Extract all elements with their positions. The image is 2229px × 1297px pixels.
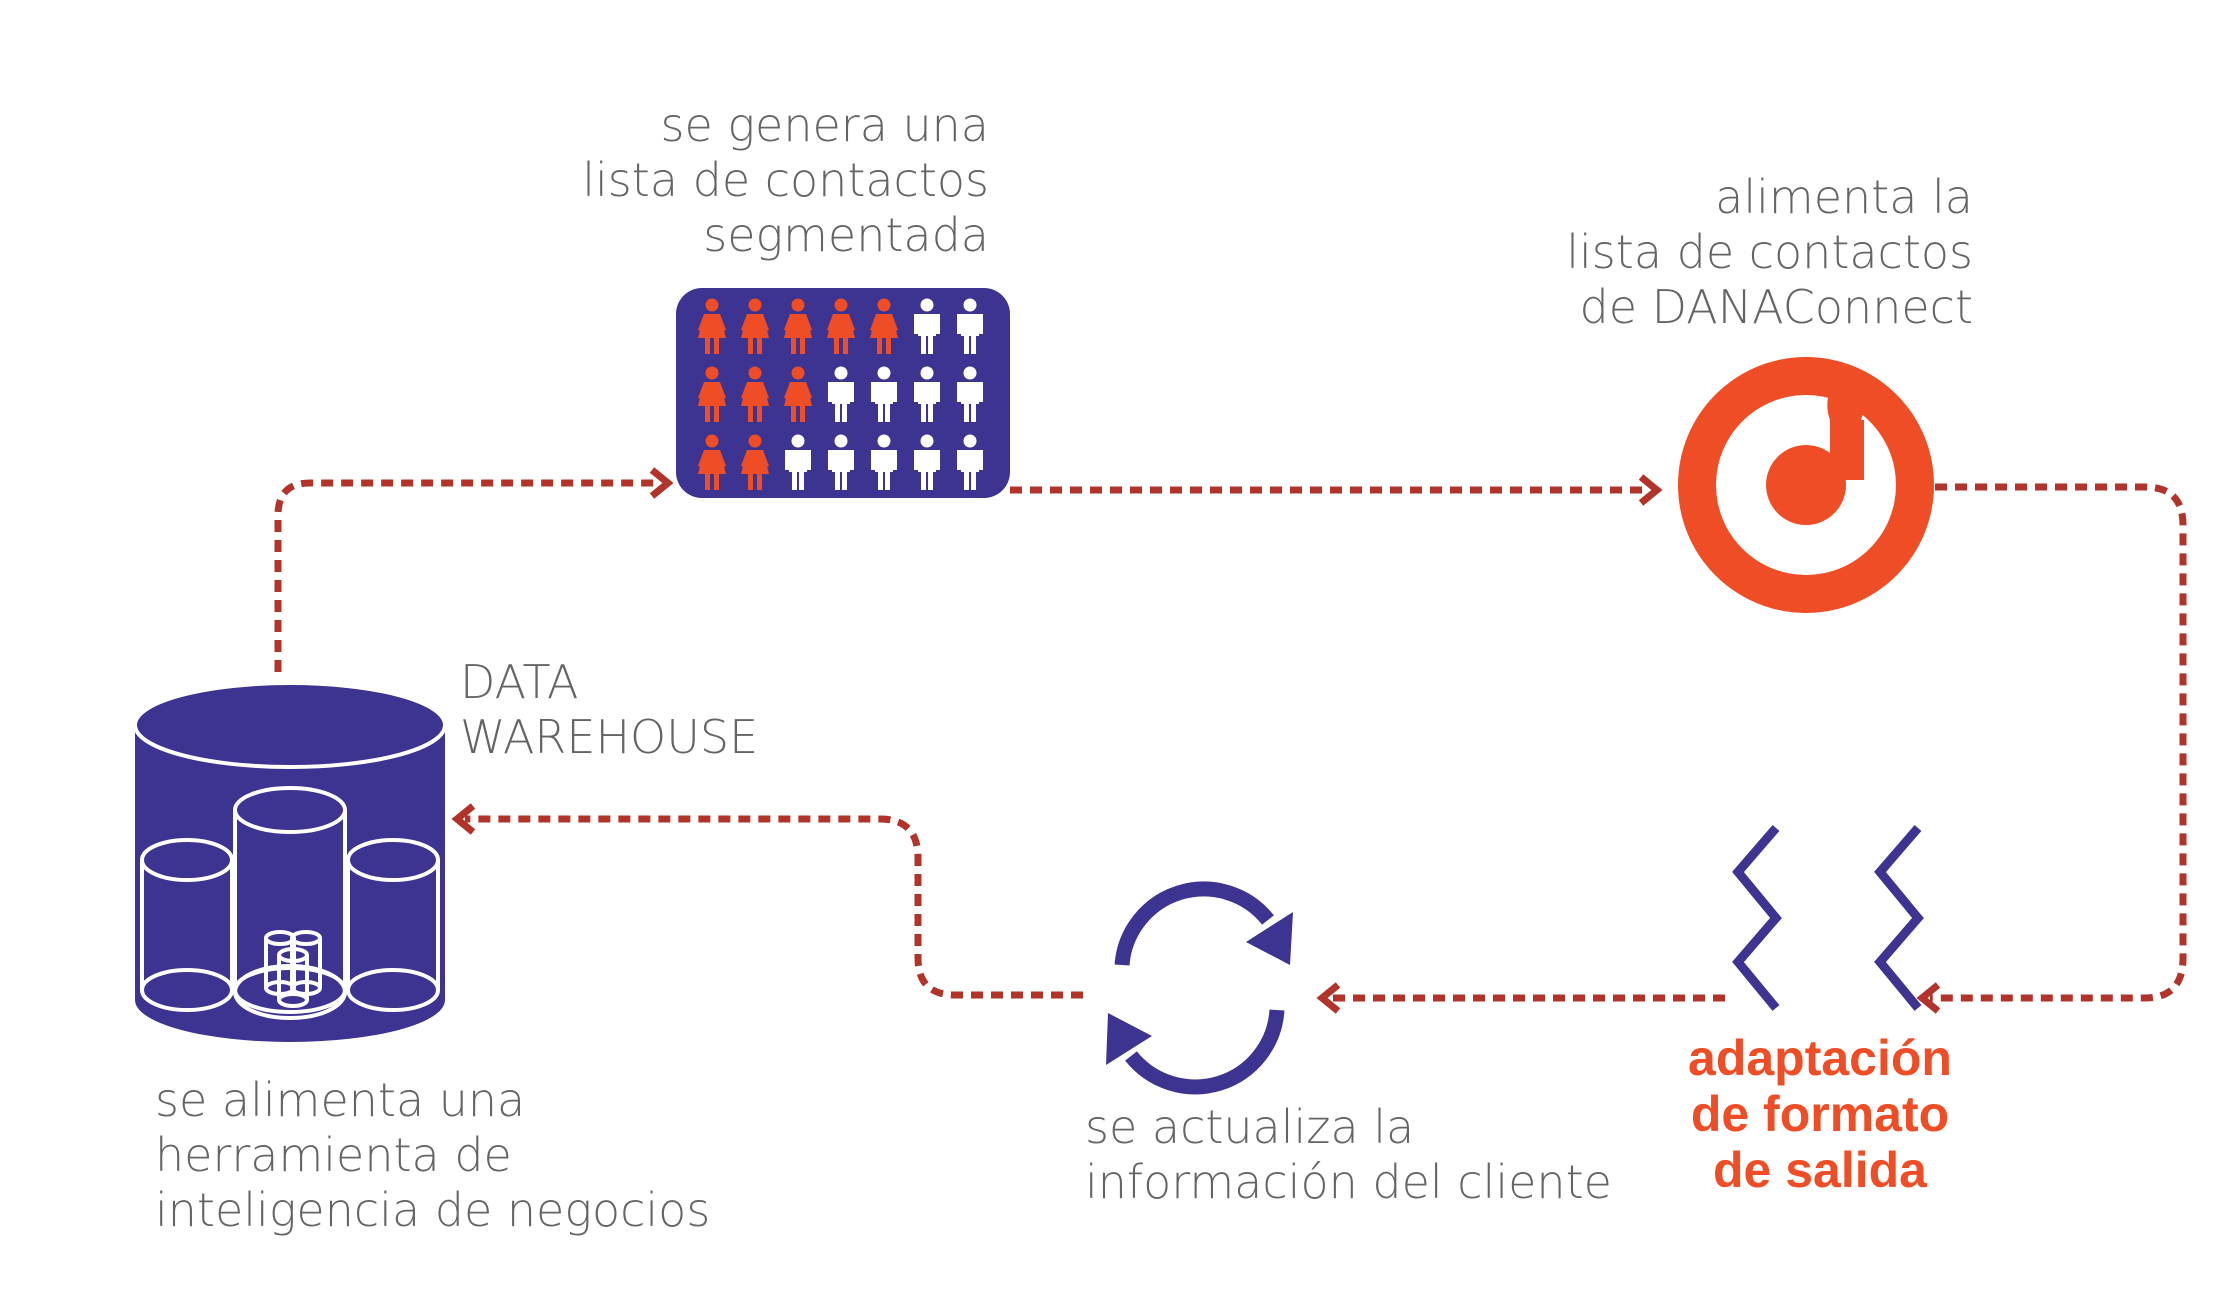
person-icon xyxy=(828,366,854,422)
arrow-dana-to-format xyxy=(1930,483,2187,1002)
connector-arrows xyxy=(274,479,2187,1002)
person-highlighted-icon xyxy=(698,366,726,422)
label-segmented-line-2: lista de contactos xyxy=(582,153,989,207)
arrowhead-dana xyxy=(1638,474,1663,506)
person-icon xyxy=(871,434,897,490)
zigzag-format-icon xyxy=(1732,825,1924,1011)
person-icon xyxy=(785,434,811,490)
label-update-line-1: se actualiza la xyxy=(1085,1100,1415,1154)
person-highlighted-icon xyxy=(741,366,769,422)
person-highlighted-icon xyxy=(741,298,769,354)
database-cylinder-icon xyxy=(133,681,447,1042)
label-bi-line-1: se alimenta una xyxy=(155,1073,526,1127)
person-highlighted-icon xyxy=(741,434,769,490)
arrowhead-format xyxy=(1916,982,1941,1014)
label-segmented-line-3: segmentada xyxy=(703,208,989,262)
arrow-warehouse-to-contacts xyxy=(274,479,660,672)
arrowhead-warehouse xyxy=(451,803,476,835)
refresh-cycle-icon xyxy=(1106,881,1293,1095)
people-grid-icon xyxy=(676,288,1010,498)
person-highlighted-icon xyxy=(784,298,812,354)
person-icon xyxy=(957,434,983,490)
label-bi-line-2: herramienta de xyxy=(155,1128,512,1182)
person-icon xyxy=(871,366,897,422)
person-highlighted-icon xyxy=(784,366,812,422)
label-segmented-list: se genera una lista de contactos segment… xyxy=(582,98,989,263)
label-data-warehouse: DATA WAREHOUSE xyxy=(460,655,758,765)
arrowhead-contacts xyxy=(649,467,674,499)
label-business-intelligence: se alimenta una herramienta de inteligen… xyxy=(155,1073,710,1238)
label-format-line-3: de salida xyxy=(1713,1142,1927,1198)
label-dana-list: alimenta la lista de contactos de DANACo… xyxy=(1566,170,1973,335)
arrowheads xyxy=(451,467,1941,1014)
person-icon xyxy=(828,434,854,490)
arrow-refresh-to-warehouse xyxy=(465,815,1083,999)
label-format-line-1: adaptación xyxy=(1688,1030,1952,1086)
danaconnect-logo-icon xyxy=(1678,357,1934,613)
label-segmented-line-1: se genera una xyxy=(660,98,989,152)
person-icon xyxy=(914,434,940,490)
person-icon xyxy=(957,366,983,422)
label-update-line-2: información del cliente xyxy=(1085,1155,1612,1209)
person-icon xyxy=(914,366,940,422)
label-bi-line-3: inteligencia de negocios xyxy=(155,1183,711,1237)
arrowhead-refresh xyxy=(1316,982,1341,1014)
label-warehouse-line-2: WAREHOUSE xyxy=(460,710,759,764)
label-dana-line-1: alimenta la xyxy=(1715,170,1973,224)
person-highlighted-icon xyxy=(827,298,855,354)
person-highlighted-icon xyxy=(698,434,726,490)
person-icon xyxy=(914,298,940,354)
label-dana-line-3: de DANAConnect xyxy=(1579,280,1973,334)
person-highlighted-icon xyxy=(870,298,898,354)
person-icon xyxy=(957,298,983,354)
label-dana-line-2: lista de contactos xyxy=(1566,225,1973,279)
person-highlighted-icon xyxy=(698,298,726,354)
label-warehouse-line-1: DATA xyxy=(460,655,579,709)
label-output-format: adaptación de formato de salida xyxy=(1680,1030,1960,1198)
label-update-client: se actualiza la información del cliente xyxy=(1085,1100,1612,1210)
label-format-line-2: de formato xyxy=(1690,1086,1950,1142)
